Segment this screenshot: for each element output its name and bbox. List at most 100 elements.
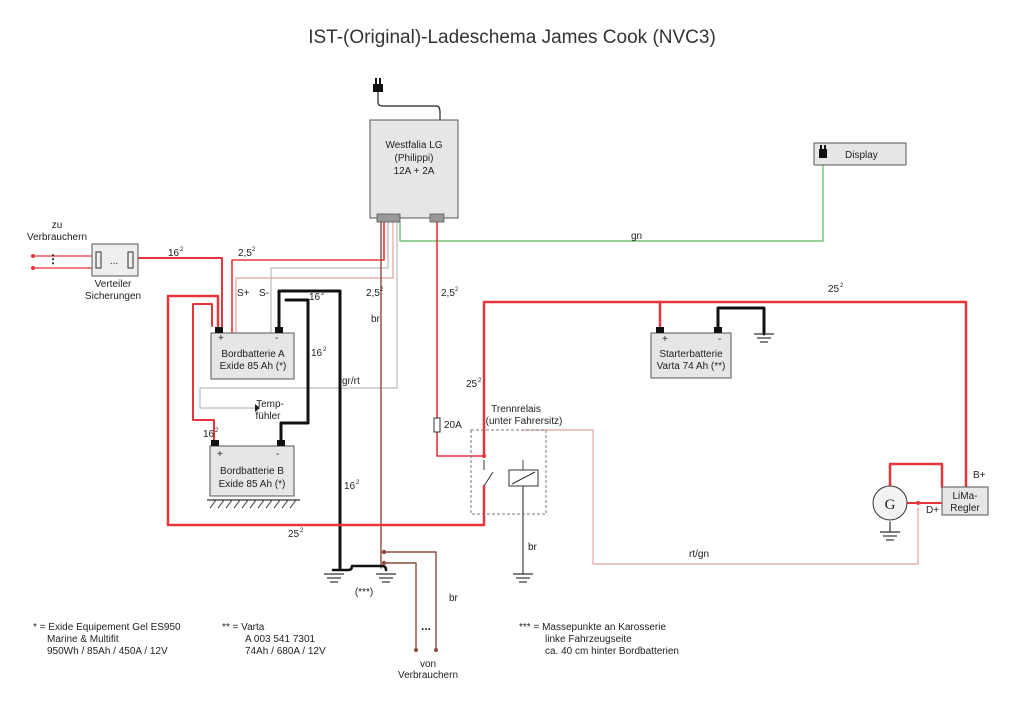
wire-green-display	[399, 164, 824, 242]
footnote-2-line-3: 74Ah / 680A / 12V	[245, 646, 326, 657]
ground-symbols	[324, 333, 900, 583]
label-s-minus: S-	[259, 288, 269, 299]
consumers-out-label-1: von	[420, 659, 436, 670]
wire-rt-gn	[522, 429, 919, 565]
wire-red-25-loop	[166, 294, 486, 527]
battery-a: + - Bordbatterie A Exide 85 Ah (*)	[210, 327, 295, 380]
svg-text:2: 2	[215, 428, 219, 434]
battery-a-minus: -	[275, 333, 278, 344]
label-br-charger: br	[371, 314, 381, 325]
relay-label-1: Trennrelais	[491, 404, 541, 415]
ground-icon-relay	[513, 573, 533, 583]
label-d-plus: D+	[926, 505, 939, 516]
sensor-label-2: fühler	[255, 411, 281, 422]
display-label: Display	[845, 150, 878, 161]
svg-text:2,5: 2,5	[366, 288, 380, 299]
footnote-2-line-2: A 003 541 7301	[245, 634, 316, 645]
battery-b-plus: +	[217, 449, 223, 460]
ground-icon-generator	[880, 531, 900, 541]
wire-black-a-minus	[277, 289, 342, 570]
wire-pink-sensor	[235, 219, 394, 333]
alternator-regulator: LiMa- Regler	[941, 486, 989, 516]
starter-label-1: Starterbatterie	[659, 349, 723, 360]
generator-label: G	[885, 497, 896, 513]
svg-text:2: 2	[380, 287, 384, 293]
battery-b: + - Bordbatterie B Exide 85 Ah (*)	[207, 440, 300, 509]
wire-gr-rt-sensor	[199, 219, 398, 409]
mains-plug-icon	[373, 78, 383, 92]
footnotes: * = Exide Equipement Gel ES950 Marine & …	[33, 622, 679, 657]
wire-grey-s-minus	[270, 219, 389, 333]
svg-text:2,5: 2,5	[238, 248, 252, 259]
mains-cable	[377, 91, 441, 121]
footnote-2-line-1: ** = Varta	[222, 622, 265, 633]
charger-unit: Westfalia LG (Philippi) 12A + 2A	[369, 119, 459, 223]
svg-text:2: 2	[356, 480, 360, 486]
footnote-3-line-2: linke Fahrzeugseite	[545, 634, 632, 645]
footnote-1-line-2: Marine & Multifit	[47, 634, 119, 645]
svg-text:2: 2	[180, 247, 184, 253]
starter-minus: -	[718, 334, 721, 345]
charger-label-3: 12A + 2A	[394, 166, 435, 177]
label-rt-gn: rt/gn	[689, 549, 709, 560]
svg-text:2: 2	[323, 347, 327, 353]
battery-b-label-2: Exide 85 Ah (*)	[219, 479, 286, 490]
wire-ground-bus	[331, 564, 388, 572]
consumers-out-label-2: Verbrauchern	[398, 670, 458, 681]
svg-text:25: 25	[466, 379, 478, 390]
charger-label-2: (Philippi)	[395, 153, 434, 164]
battery-a-plus: +	[218, 333, 224, 344]
consumer-out-dots: ...	[421, 619, 431, 633]
wire-red-s-plus	[231, 219, 385, 333]
wire-red-a-to-b	[192, 303, 215, 447]
wire-red-relay-starter	[482, 300, 968, 489]
svg-text:16: 16	[168, 248, 180, 259]
consumer-terminal-bottom	[31, 266, 35, 270]
svg-text:16: 16	[311, 348, 323, 359]
footnote-3-line-1: *** = Massepunkte an Karosserie	[519, 622, 666, 633]
charger-label-1: Westfalia LG	[385, 140, 442, 151]
svg-text:16: 16	[203, 429, 215, 440]
wire-black-b-minus	[279, 298, 310, 447]
label-s-plus: S+	[237, 288, 250, 299]
fuse-ellipsis: ...	[110, 256, 118, 267]
consumer-terminal-top	[31, 254, 35, 258]
regulator-label-1: LiMa-	[952, 491, 977, 502]
wire-generator-regulator	[888, 462, 944, 489]
svg-text:16: 16	[344, 481, 356, 492]
wire-red-fuse-a	[137, 257, 223, 333]
regulator-label-2: Regler	[950, 503, 980, 514]
sensor-label-1: Temp-	[256, 399, 284, 410]
fuses-label-2: Sicherungen	[85, 291, 141, 302]
consumer-out-terminal-2	[414, 648, 418, 652]
junction-brown-1	[381, 549, 387, 555]
consumer-out-terminal-1	[434, 648, 438, 652]
footnote-1-line-1: * = Exide Equipement Gel ES950	[33, 622, 181, 633]
generator: G	[872, 485, 908, 521]
temperature-sensor: Temp- fühler	[255, 399, 284, 422]
starter-label-2: Varta 74 Ah (**)	[657, 361, 726, 372]
starter-battery: + - Starterbatterie Varta 74 Ah (**)	[650, 327, 732, 379]
svg-text:25: 25	[288, 529, 300, 540]
starter-plus: +	[662, 334, 668, 345]
ground-icon-starter	[754, 333, 774, 343]
svg-text:25: 25	[828, 284, 840, 295]
junction-brown-2	[381, 560, 387, 566]
relay-label-2: (unter Fahrersitz)	[486, 416, 563, 427]
svg-text:16: 16	[309, 292, 321, 303]
ground-icon-2	[376, 573, 396, 583]
svg-text:2: 2	[300, 528, 304, 534]
consumers-in-label-2: Verbrauchern	[27, 232, 87, 243]
battery-b-minus: -	[276, 449, 279, 460]
footnote-1-line-3: 950Wh / 85Ah / 450A / 12V	[47, 646, 168, 657]
diagram-title: IST-(Original)-Ladeschema James Cook (NV…	[308, 27, 716, 48]
